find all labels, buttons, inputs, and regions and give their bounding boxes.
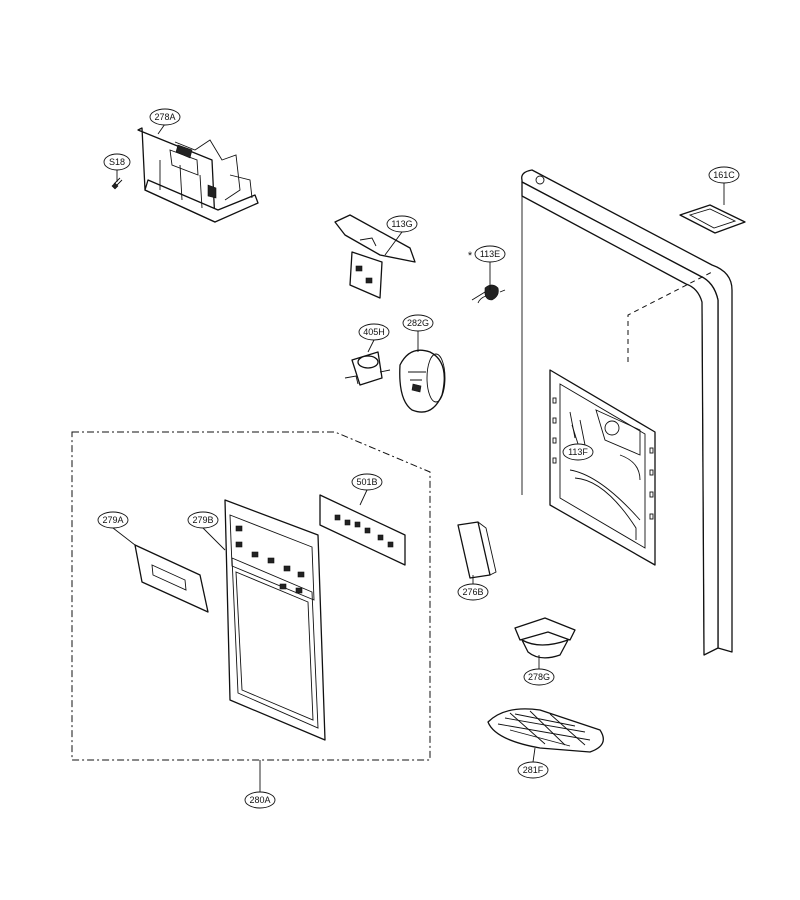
part-s18-screw [111, 177, 123, 190]
label-501b-text: 501B [356, 477, 377, 487]
assembly-280a-boundary [71, 431, 431, 761]
label-113e-asterisk: * [468, 250, 473, 262]
label-113g-text: 113G [391, 219, 412, 229]
label-282g: 282G [402, 314, 434, 332]
part-281f-drip-tray [487, 708, 604, 753]
part-278g-funnel [514, 617, 576, 659]
label-278g-text: 278G [528, 672, 550, 682]
label-113f: 113F [562, 443, 594, 461]
part-279b-frame [224, 499, 326, 741]
label-280a-text: 280A [249, 795, 270, 805]
part-501b-pcb [319, 494, 406, 566]
label-113e: * 113E [468, 245, 506, 263]
part-282g-cap [399, 349, 446, 413]
label-282g-text: 282G [407, 318, 429, 328]
part-276b-cover [457, 521, 497, 579]
label-278a: 278A [149, 108, 181, 126]
label-s18: S18 [103, 153, 131, 171]
label-501b: 501B [351, 473, 383, 491]
label-s18-text: S18 [109, 157, 125, 167]
label-279a-text: 279A [102, 515, 123, 525]
label-405h-text: 405H [363, 327, 385, 337]
label-278g: 278G [523, 668, 555, 686]
label-113g: 113G [386, 215, 418, 233]
label-279a: 279A [97, 511, 129, 529]
part-405h-solenoid [344, 351, 391, 386]
label-278a-text: 278A [154, 112, 175, 122]
part-161c-cover [679, 204, 746, 234]
part-113e-spring [471, 284, 506, 304]
label-161c: 161C [708, 166, 740, 184]
part-113g-bracket [334, 214, 416, 299]
label-161c-text: 161C [713, 170, 735, 180]
label-280a: 280A [244, 791, 276, 809]
label-279b-text: 279B [192, 515, 213, 525]
part-279a-display-film [134, 544, 209, 613]
label-405h: 405H [358, 323, 390, 341]
part-278a-housing [137, 127, 259, 223]
label-279b: 279B [187, 511, 219, 529]
label-113f-text: 113F [568, 447, 588, 457]
label-113e-text: 113E [480, 249, 500, 259]
label-281f: 281F [517, 761, 549, 779]
label-276b-text: 276B [462, 587, 483, 597]
door-panel [521, 169, 733, 656]
label-281f-text: 281F [523, 765, 544, 775]
label-276b: 276B [457, 583, 489, 601]
leader-lines [112, 123, 725, 763]
